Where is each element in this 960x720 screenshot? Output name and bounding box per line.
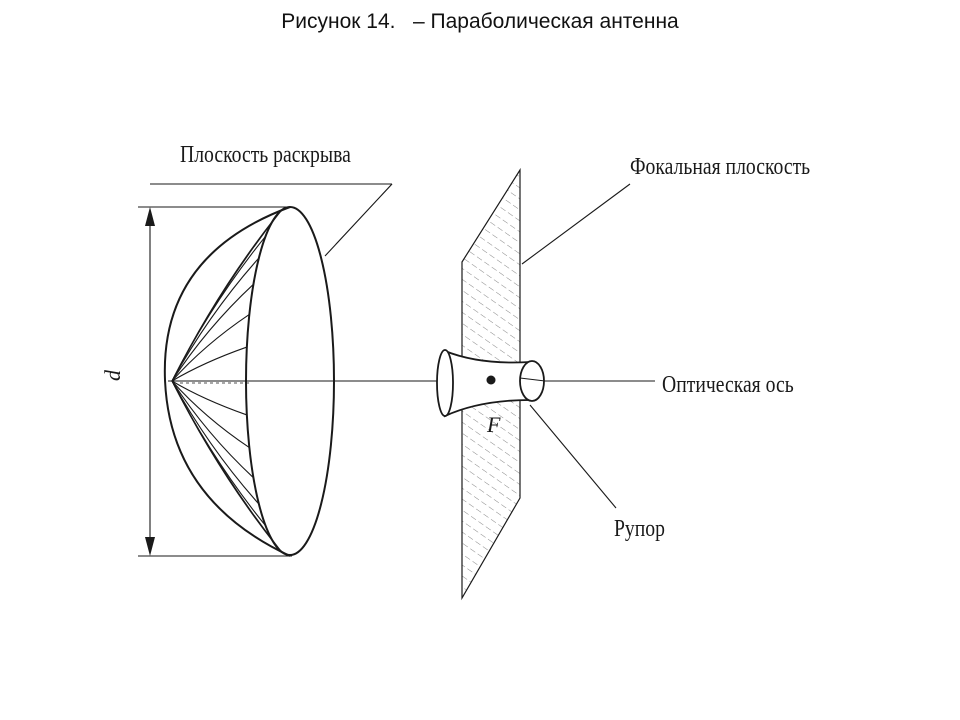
dish-rib [171,380,254,479]
focal-plane-label: Фокальная плоскость [630,152,810,179]
dish-rib [171,380,282,552]
horn-end [519,360,545,402]
dimension-arrow-bottom [145,537,155,556]
dish-rib [171,346,248,382]
figure-caption: Рисунок 14. – Параболическая антенна [281,10,679,33]
optical-axis-label: Оптическая ось [662,370,794,397]
dish-rib [171,380,250,449]
diameter-dimension [138,206,292,557]
aperture-plane-leader [150,183,393,257]
dish-rib [171,380,266,527]
dish-rib [171,380,274,543]
dimension-arrow-top [145,207,155,226]
dish-rib [171,283,254,382]
dish-rib [171,380,260,505]
horn-mouth [436,349,454,417]
parabolic-dish [163,206,335,557]
dish-rib [171,257,260,382]
horn-label: Рупор [614,514,665,541]
focal-point [486,375,496,385]
dish-ribs [171,210,282,552]
diameter-label: d [100,369,125,381]
dish-rib [171,380,248,416]
dish-rib [171,235,266,382]
aperture-plane-label: Плоскость раскрыва [180,140,351,167]
horn-feed [436,349,617,509]
dish-rib [171,313,250,382]
focus-label: F [486,412,501,437]
